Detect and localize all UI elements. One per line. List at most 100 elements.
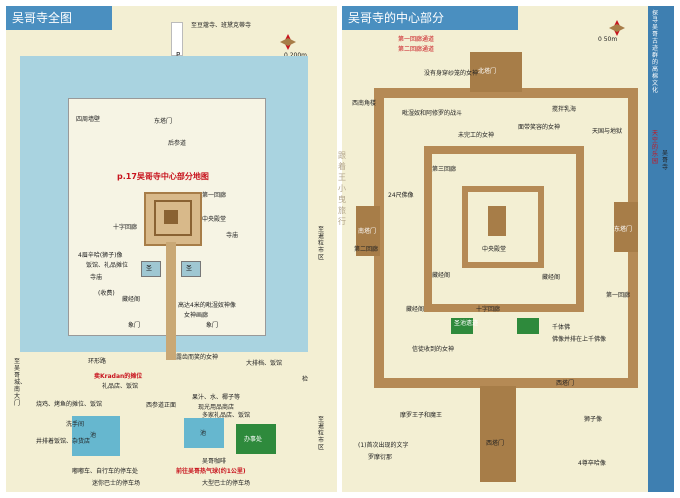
second-gallery bbox=[424, 146, 584, 312]
outer-wall-label: 四周墙壁 bbox=[76, 116, 101, 123]
pool-label: 池 bbox=[90, 432, 97, 439]
pool-south-east bbox=[184, 418, 224, 448]
inner-gallery bbox=[154, 200, 192, 236]
lion-label: 4眉辛哈(狮子)像 bbox=[78, 252, 123, 259]
balloon-label[interactable]: 前往吴哥热气球(约1公里) bbox=[176, 468, 246, 475]
cafe-label: 吴哥咖啡 bbox=[202, 458, 227, 465]
scale-right: 0 50m bbox=[598, 36, 618, 43]
cross-label: 十字回廊 bbox=[113, 224, 138, 231]
north-road bbox=[171, 22, 183, 56]
goddess-label: 女神画廊 bbox=[184, 312, 209, 319]
police-label: 检 bbox=[302, 376, 309, 383]
office-label: 办事处 bbox=[244, 436, 263, 443]
legend-1: 第一回廊通道 bbox=[398, 36, 435, 43]
naga-label: 高达4米的毗湿奴神像 bbox=[178, 302, 236, 309]
label-30: 南塔门 bbox=[358, 228, 377, 235]
souvenir-label: 礼品店、饭馆 bbox=[102, 383, 139, 390]
central-tower-right bbox=[488, 206, 506, 236]
label-22: 信徒收到的女神 bbox=[412, 346, 455, 353]
label-10: 中央殿堂 bbox=[482, 246, 507, 253]
elephant-left: 象门 bbox=[128, 322, 141, 329]
label-1: 没有身穿纱笼的女神 bbox=[424, 70, 479, 77]
pool-south-west bbox=[72, 416, 120, 456]
north-gate bbox=[470, 52, 522, 92]
map-title-right: 吴哥寺的中心部分 bbox=[342, 6, 518, 30]
library-label: 藏经阁 bbox=[122, 296, 141, 303]
to-south-label: 至吴哥城、南大门 bbox=[14, 358, 27, 407]
fee-label: (收费) bbox=[98, 290, 115, 297]
causeway bbox=[166, 242, 176, 360]
bus2-label: 迷你巴士的停车场 bbox=[92, 480, 141, 487]
third-gallery bbox=[462, 186, 544, 268]
label-8: 第三回廊 bbox=[432, 166, 457, 173]
label-19: 佛像并排在上千佛像 bbox=[552, 336, 607, 343]
label-4: 天国与地狱 bbox=[592, 128, 623, 135]
temple-label: 寺庙 bbox=[226, 232, 239, 239]
label-20: 第二回廊 bbox=[354, 246, 379, 253]
pool2-label: 池 bbox=[200, 430, 207, 437]
east-gate-label: 东塔门 bbox=[154, 118, 173, 125]
approach-label: 后参道 bbox=[168, 140, 187, 147]
label-21: 摩罗王子和魔王 bbox=[400, 412, 443, 419]
garden-2 bbox=[517, 318, 539, 334]
side-text: 探寻吴哥古迹群的高棉文化 bbox=[652, 10, 659, 94]
bar-label: 大排档、饭馆 bbox=[246, 360, 283, 367]
compass-rose-icon bbox=[280, 34, 296, 50]
label-7: 面带笑容的女神 bbox=[518, 124, 561, 131]
label-3: 搅拌乳海 bbox=[552, 106, 577, 113]
side-text2: 天空的乐园 bbox=[652, 130, 659, 165]
label-2: 毗湿奴和阿修罗的战斗 bbox=[402, 110, 463, 117]
scripture-right: 圣 bbox=[186, 265, 193, 272]
west-gate-label: 西参道正面 bbox=[146, 402, 177, 409]
drinks-label: 烧鸡、烤鱼的摊位、饭馆 bbox=[36, 401, 103, 408]
label-13: 十字回廊 bbox=[476, 306, 501, 313]
pool-right bbox=[181, 261, 201, 277]
label-25: 西塔门 bbox=[556, 380, 575, 387]
central-label: 中央殿堂 bbox=[202, 216, 227, 223]
label-16: 藏经阁 bbox=[406, 306, 425, 313]
central-tower bbox=[164, 210, 178, 224]
label-15: 圣池遗迹 bbox=[454, 320, 479, 327]
parking-p: P bbox=[176, 51, 181, 59]
garden-1 bbox=[451, 318, 473, 334]
bus-parking-label: 嘟嘟车、自行车的停车处 bbox=[72, 468, 139, 475]
scale-bar: 0 200m bbox=[284, 52, 307, 59]
label-9: 24尺佛像 bbox=[388, 192, 414, 199]
side-tab bbox=[648, 6, 674, 492]
label-23: 4尊卒哈像 bbox=[578, 460, 606, 467]
west-gate bbox=[356, 206, 380, 256]
side-text3: 吴哥寺 bbox=[662, 150, 669, 171]
juice-label: 果汁、水、椰子等 bbox=[192, 394, 241, 401]
label-24: 狮子像 bbox=[584, 416, 603, 423]
label-18: 第一回廊 bbox=[606, 292, 631, 299]
compass-rose-right-icon bbox=[609, 20, 625, 36]
road-east2-label: 至暹粒市区 bbox=[318, 416, 325, 451]
ring-label: 环形路 bbox=[88, 358, 107, 365]
kradan-label: 卖Kradan的摊位 bbox=[94, 373, 143, 380]
ticket-label: 井排着饭馆、杂货店 bbox=[36, 438, 91, 445]
label-14: 千体佛 bbox=[552, 324, 571, 331]
label-17: 西塔门 bbox=[486, 440, 505, 447]
label-11: 藏经阁 bbox=[432, 272, 451, 279]
elephant-right: 象门 bbox=[206, 322, 219, 329]
photo-label: 现光用品商店 bbox=[198, 404, 235, 411]
label-27: 罗摩衍那 bbox=[368, 454, 393, 461]
full-temple-map: 吴哥寺全图 至豆蔻寺、班黛克蒂寺 P 0 200m 四周墙壁 东塔门 后参道 p… bbox=[6, 6, 337, 492]
label-29: 东塔门 bbox=[614, 226, 633, 233]
road-east-label: 至暹粒市区 bbox=[318, 226, 325, 261]
smile-label: 露齿而笑的女神 bbox=[176, 354, 219, 361]
central-temple-map: 吴哥寺的中心部分 0 50m 第一回廊通道 第二回廊通道 没有身穿纱笼的女神 毗… bbox=[342, 6, 674, 492]
road-label: 至豆蔻寺、班黛克蒂寺 bbox=[191, 22, 252, 29]
west-causeway bbox=[480, 386, 516, 482]
shops-label: 饭馆、礼品摊位 bbox=[86, 262, 129, 269]
minibus-label: 大型巴士的停车场 bbox=[202, 480, 251, 487]
watermark: 跟着王小曳旅行 bbox=[338, 151, 346, 226]
gallery1-label: 第一回廊 bbox=[202, 192, 227, 199]
restaurant-label: 多家礼品店、饭馆 bbox=[202, 412, 251, 419]
subtitle-link[interactable]: p.17吴哥寺中心部分地图 bbox=[117, 172, 209, 181]
label-5: 西南角楼 bbox=[352, 100, 377, 107]
scripture-left: 圣 bbox=[146, 265, 153, 272]
label-28: 北塔门 bbox=[478, 68, 497, 75]
toilet-label: 洗手间 bbox=[66, 421, 85, 428]
east-gate bbox=[614, 202, 638, 252]
